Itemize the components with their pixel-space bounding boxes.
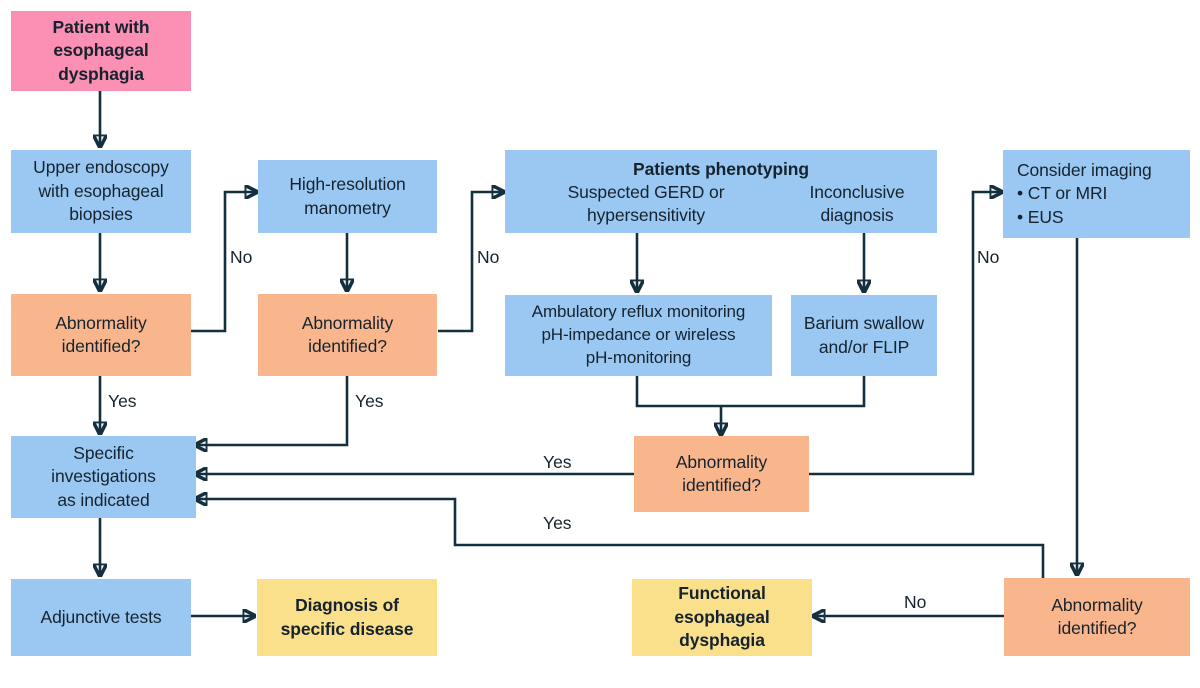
node-line: Upper endoscopy — [33, 157, 169, 178]
node-abnormality-identified-1[interactable]: Abnormality identified? — [11, 294, 191, 376]
node-adjunctive-tests[interactable]: Adjunctive tests — [11, 579, 191, 656]
phenotyping-left-branch: Suspected GERD or hypersensitivity — [521, 181, 771, 228]
node-abnormality-identified-4[interactable]: Abnormality identified? — [1004, 578, 1190, 656]
node-line: with esophageal — [38, 180, 164, 201]
node-line: diagnosis — [820, 205, 894, 226]
node-barium-swallow-flip[interactable]: Barium swallow and/or FLIP — [791, 295, 937, 376]
node-line: • EUS — [1017, 206, 1064, 227]
phenotyping-right-branch: Inconclusive diagnosis — [787, 181, 927, 228]
node-specific-investigations[interactable]: Specific investigations as indicated — [11, 436, 196, 518]
node-line: Abnormality — [55, 312, 147, 333]
node-functional-esophageal-dysphagia[interactable]: Functional esophageal dysphagia — [632, 579, 812, 656]
edge-label-no-4: No — [904, 592, 927, 612]
node-line: Specific — [73, 442, 134, 463]
node-abnormality-identified-3[interactable]: Abnormality identified? — [634, 436, 809, 512]
node-line: dysphagia — [58, 63, 144, 84]
node-line: biopsies — [69, 204, 133, 225]
node-line: manometry — [304, 197, 391, 218]
node-line: as indicated — [57, 489, 150, 510]
node-line: Inconclusive — [809, 182, 905, 202]
edge-label-yes-2: Yes — [355, 391, 384, 411]
node-line: Functional — [678, 583, 766, 604]
node-line: High-resolution — [289, 174, 406, 195]
edge-label-no-1: No — [230, 247, 253, 267]
node-line: pH-monitoring — [585, 347, 692, 367]
node-ambulatory-reflux-monitoring[interactable]: Ambulatory reflux monitoring pH-impedanc… — [505, 295, 772, 376]
node-line: specific disease — [280, 618, 414, 639]
node-line: Abnormality — [301, 312, 394, 333]
edge-label-yes-3: Yes — [543, 452, 572, 472]
node-upper-endoscopy[interactable]: Upper endoscopy with esophageal biopsies — [11, 150, 191, 233]
edge-label-no-2: No — [477, 247, 500, 267]
node-patient-with-esophageal-dysphagia[interactable]: Patient with esophageal dysphagia — [11, 11, 191, 91]
link-abnormality4-yes-to-specific — [196, 499, 1045, 578]
phenotyping-title: Patients phenotyping — [633, 159, 809, 179]
node-line: Consider imaging — [1017, 159, 1152, 180]
node-line: Diagnosis of — [295, 595, 399, 616]
edge-label-no-3: No — [977, 247, 1000, 267]
node-line: Abnormality — [1051, 594, 1143, 615]
edge-label-yes-1: Yes — [108, 391, 137, 411]
node-line: Patient with — [52, 16, 150, 37]
node-high-resolution-manometry[interactable]: High-resolution manometry — [258, 160, 437, 233]
node-line: pH-impedance or wireless — [541, 325, 736, 345]
node-line: Adjunctive tests — [40, 606, 162, 627]
node-consider-imaging[interactable]: Consider imaging • CT or MRI • EUS — [1003, 150, 1190, 238]
node-line: and/or FLIP — [818, 336, 910, 357]
node-line: identified? — [682, 475, 761, 495]
node-line: Suspected GERD or — [567, 182, 725, 202]
node-line: Ambulatory reflux monitoring — [531, 302, 746, 322]
link-reflux-to-junction — [635, 376, 866, 408]
node-line: hypersensitivity — [586, 205, 706, 226]
node-line: • CT or MRI — [1017, 183, 1108, 204]
link-abnormality2-yes-to-specific — [196, 376, 349, 445]
node-line: investigations — [51, 466, 156, 487]
node-line: esophageal — [53, 40, 149, 61]
node-patients-phenotyping[interactable]: Patients phenotyping Suspected GERD or h… — [505, 150, 937, 233]
node-line: identified? — [61, 336, 141, 356]
node-line: esophageal — [674, 606, 770, 627]
node-abnormality-identified-2[interactable]: Abnormality identified? — [258, 294, 437, 376]
node-line: Barium swallow — [803, 313, 925, 334]
edge-label-yes-4: Yes — [543, 513, 572, 533]
node-line: identified? — [308, 336, 387, 356]
node-diagnosis-of-specific-disease[interactable]: Diagnosis of specific disease — [257, 579, 437, 656]
node-line: dysphagia — [679, 630, 765, 651]
node-line: identified? — [1057, 618, 1137, 638]
node-line: Abnormality — [675, 451, 768, 472]
